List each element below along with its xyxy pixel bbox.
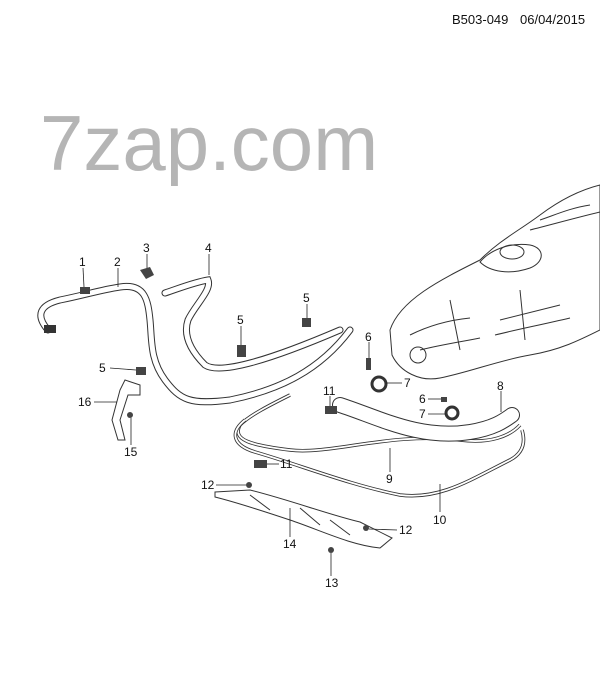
callout-4: 4	[205, 241, 212, 255]
callout-8: 8	[497, 379, 504, 393]
callout-12-b: 12	[399, 523, 413, 537]
callout-15: 15	[124, 445, 138, 459]
hose-2	[37, 282, 354, 406]
diagram-code: B503-049	[452, 12, 509, 27]
callout-12-a: 12	[201, 478, 215, 492]
small-parts	[80, 267, 460, 553]
callout-7-b: 7	[419, 407, 426, 421]
callout-6-a: 6	[365, 330, 372, 344]
callout-11-b: 11	[280, 457, 293, 471]
callout-3: 3	[143, 241, 150, 255]
diagram-date: 06/04/2015	[520, 12, 586, 27]
callout-5-b: 5	[237, 313, 244, 327]
callout-16: 16	[78, 395, 92, 409]
callout-14: 14	[283, 537, 297, 551]
callout-1: 1	[79, 255, 86, 269]
hose-8	[332, 397, 520, 442]
shield-14	[214, 489, 393, 549]
callout-9: 9	[386, 472, 393, 486]
callout-13: 13	[325, 576, 339, 590]
bracket-16	[111, 379, 141, 441]
callout-5-c: 5	[99, 361, 106, 375]
callout-10: 10	[433, 513, 447, 527]
pipe-10	[233, 418, 526, 498]
watermark: 7zap.com	[40, 99, 378, 187]
callout-6-b: 6	[419, 392, 426, 406]
callout-2: 2	[114, 255, 121, 269]
callouts: 1 2 3 4 5 5 5 6 7 6 7 8 11 11 9 10 12 12…	[78, 241, 504, 590]
callout-5-a: 5	[303, 291, 310, 305]
callout-11-a: 11	[323, 384, 336, 398]
callout-7-a: 7	[404, 376, 411, 390]
fuel-tank	[389, 184, 600, 380]
hose-4	[161, 276, 344, 372]
